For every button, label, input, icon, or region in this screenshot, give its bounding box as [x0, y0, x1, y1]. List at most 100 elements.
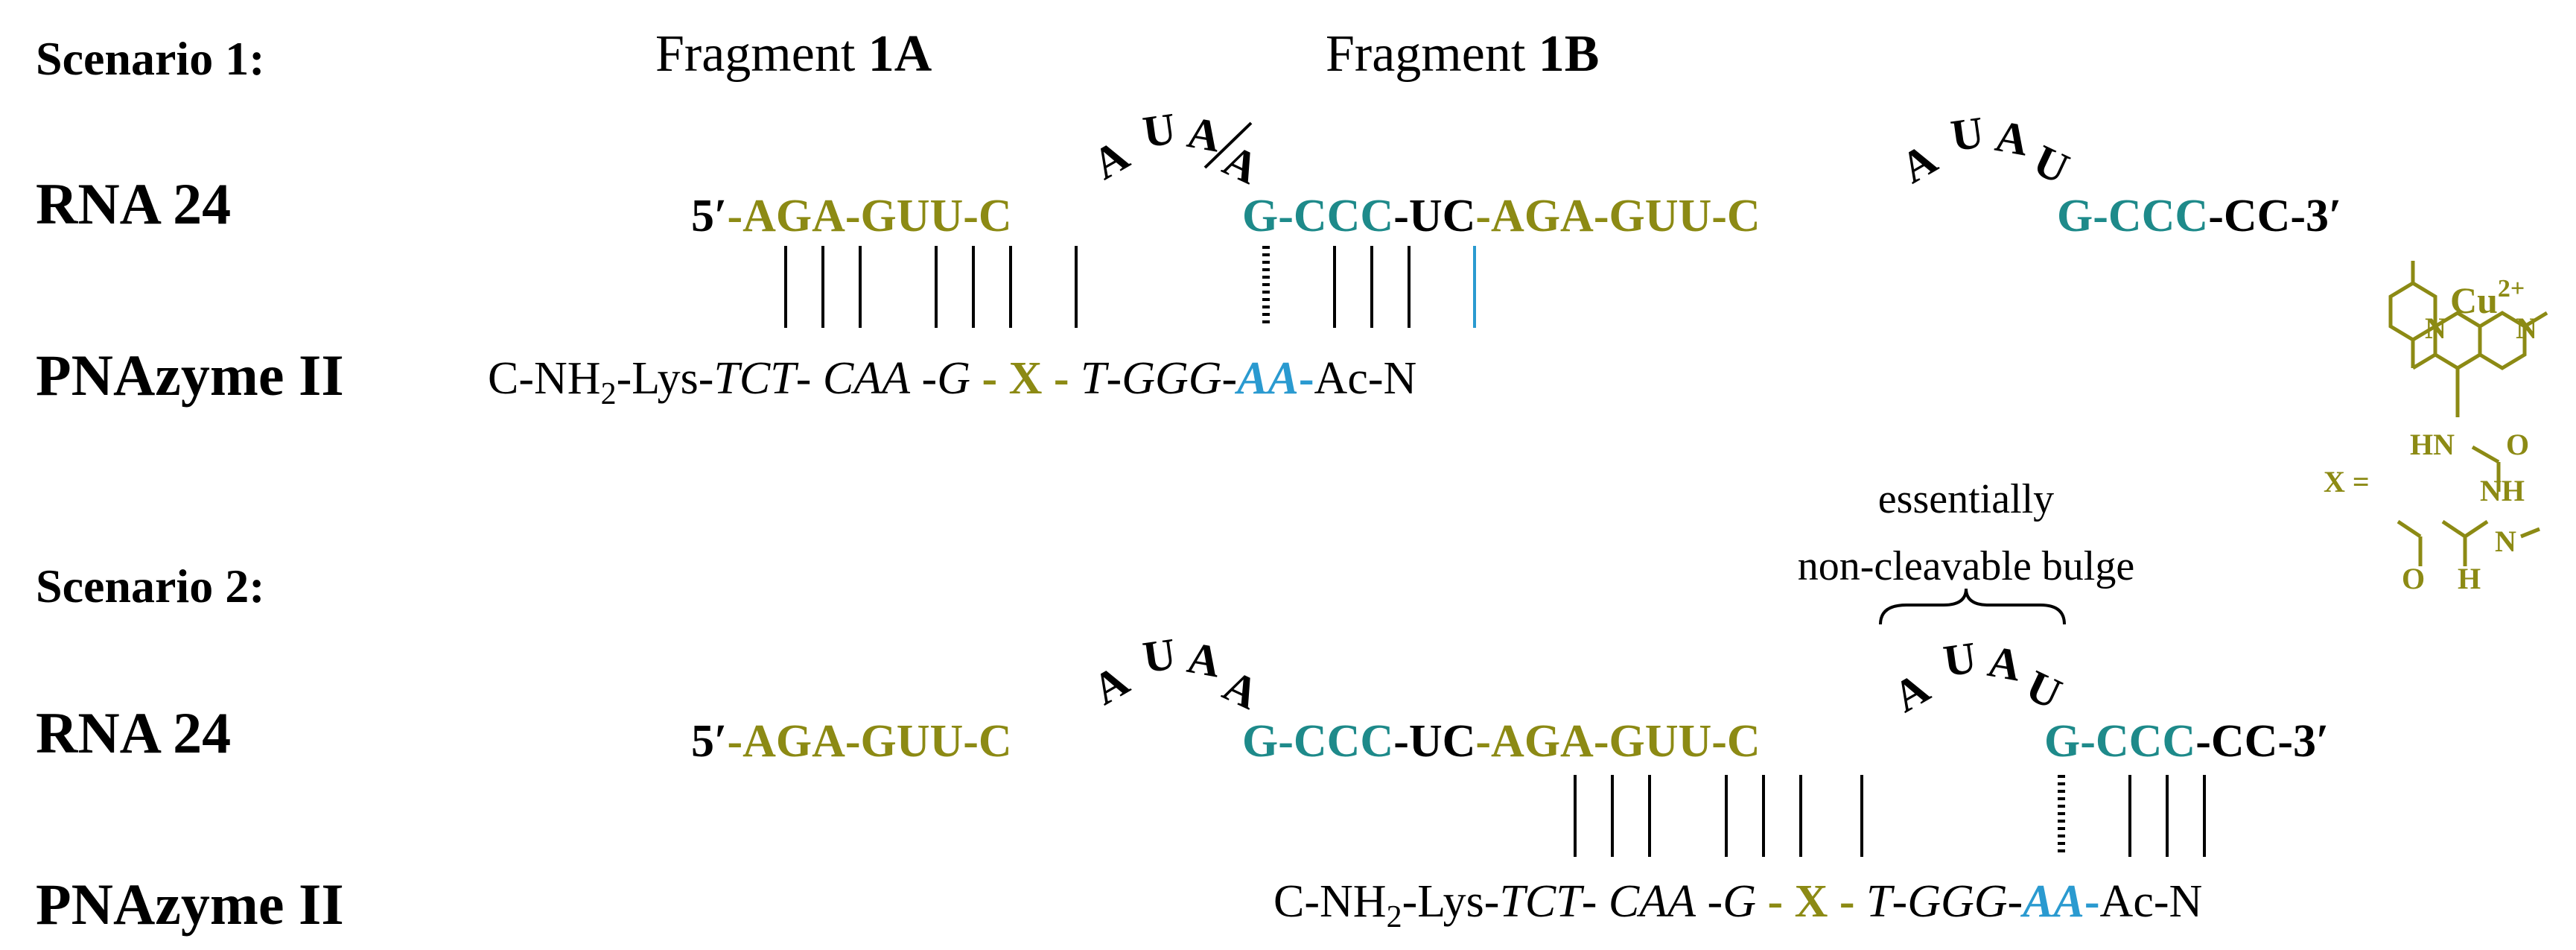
pna1-start: C-NH: [488, 353, 601, 404]
pna1-dash4: -: [1222, 353, 1238, 404]
rna1-seg1: -AGA-GUU-C: [727, 191, 1011, 241]
scenario1-label: Scenario 1:: [36, 32, 265, 85]
atom-n3: N: [2495, 525, 2516, 558]
fragment-1a-bold: 1A: [868, 25, 932, 83]
loop2-a1: A: [1892, 134, 1945, 193]
pna1-dash3: -: [1107, 353, 1122, 404]
loop1b-a3: A: [1216, 661, 1266, 719]
loop1-scenario1: A U A A: [1084, 104, 1266, 194]
pna1-x: - X -: [970, 353, 1081, 404]
rna-strand-2b: G-CCC-UC-AGA-GUU-C: [1242, 716, 1761, 767]
rna-label-1: RNA 24: [36, 171, 231, 236]
pna2-dash4: -: [2008, 876, 2023, 927]
pna2-t: T: [1866, 876, 1895, 927]
bond: [2523, 311, 2548, 329]
fragment-1b-label: Fragment 1B: [1326, 25, 1599, 83]
bond: [2397, 519, 2422, 539]
loop1b-u: U: [1140, 629, 1179, 682]
pna2-caa: CAA: [1609, 876, 1696, 927]
rna2-seg4-teal: G-CCC: [2044, 716, 2195, 767]
fragment-1b-bold: 1B: [1539, 25, 1600, 83]
rna1-5prime: 5′: [691, 191, 727, 241]
pna2-lys: -Lys-: [1402, 876, 1500, 927]
basepairs-scenario2: [1574, 775, 2206, 857]
pna1-dash2: -: [910, 353, 937, 404]
x-structure-labels: Cu2+ N N HN O NH N H O: [2402, 275, 2537, 595]
pna-strand-2: C-NH2-Lys-TCT- CAA -G - X - T-GGG-AA-Ac-…: [1273, 876, 2202, 934]
pna1-end: Ac-N: [1314, 353, 1417, 404]
bond: [2441, 519, 2467, 539]
pna2-start: C-NH: [1273, 876, 1387, 927]
atom-nh: NH: [2480, 474, 2525, 507]
cleavage-mark: [1203, 121, 1253, 169]
pna2-ggg: GGG: [1907, 876, 2007, 927]
loop1-a3: A: [1216, 136, 1266, 194]
rna1-seg4-black: -CC-3′: [2208, 191, 2341, 241]
loop2b-u1: U: [1941, 633, 1979, 685]
loop1b-a1: A: [1084, 656, 1137, 715]
pna2-tct: TCT: [1499, 876, 1585, 927]
loop1-scenario2: A U A A: [1084, 629, 1266, 719]
loop1b-a2: A: [1184, 633, 1224, 687]
pnazyme-label-2: PNAzyme II: [36, 872, 344, 937]
rna2-seg2-black: -UC: [1393, 716, 1475, 767]
loop2b-a1: A: [1885, 663, 1938, 722]
rna-strand-2: 5′-AGA-GUU-C: [691, 716, 1012, 767]
pna1-dash1: -: [796, 353, 823, 404]
right-ring: [2478, 311, 2527, 370]
pna2-dash2: -: [1696, 876, 1723, 927]
pna2-x: - X -: [1756, 876, 1866, 927]
rna1-seg4-teal: G-CCC: [2057, 191, 2208, 241]
rna2-5prime: 5′: [691, 716, 727, 767]
pna1-aa: AA: [1234, 353, 1299, 404]
atom-h: H: [2458, 562, 2481, 595]
fragment-1a-label: Fragment 1A: [655, 25, 932, 83]
atom-o1: O: [2506, 428, 2529, 461]
bond: [2411, 352, 2437, 370]
rna-strand-1c: G-CCC-CC-3′: [2057, 191, 2341, 241]
rna-strand-1: 5′-AGA-GUU-C: [691, 191, 1012, 241]
rna2-seg3-olive: -AGA-GUU-C: [1475, 716, 1760, 767]
pna-strand-1: C-NH2-Lys-TCT- CAA -G - X - T-GGG-AA-Ac-…: [488, 353, 1416, 411]
scenario2-label: Scenario 2:: [36, 560, 265, 612]
pna1-t: T: [1081, 353, 1110, 404]
atom-n1: N: [2425, 311, 2446, 345]
loop2-u2: U: [2026, 136, 2076, 194]
rna-strand-2c: G-CCC-CC-3′: [2044, 716, 2329, 767]
atom-n2: N: [2516, 311, 2537, 345]
atom-hn: HN: [2410, 428, 2455, 461]
bond: [2464, 519, 2489, 539]
loop2-scenario2: A U A U: [1885, 633, 2069, 722]
loop1-u: U: [1140, 104, 1179, 156]
bond: [2471, 445, 2500, 464]
loop2-scenario1: A U A U: [1892, 107, 2076, 194]
pna1-lys: -Lys-: [617, 353, 714, 404]
x-structure: [2388, 261, 2548, 566]
rna2-seg2-teal: G-CCC: [1242, 716, 1393, 767]
loop2-a2: A: [1992, 111, 2032, 165]
bulge-brace: [1879, 588, 2066, 625]
pna2-dash3: -: [1892, 876, 1908, 927]
pna2-dash1: -: [1582, 876, 1609, 927]
pna1-sub: 2: [601, 377, 617, 411]
rna1-seg3-olive: -AGA-GUU-C: [1475, 191, 1760, 241]
loop2-u1: U: [1948, 107, 1987, 160]
pna2-end: Ac-N: [2100, 876, 2203, 927]
cu-superscript: 2+: [2498, 275, 2525, 303]
bulge-label-line2: non-cleavable bulge: [1798, 543, 2134, 589]
pna1-g: G: [937, 353, 970, 404]
cu-ion-label: Cu2+: [2450, 275, 2525, 321]
rna2-seg1: -AGA-GUU-C: [727, 716, 1011, 767]
cu-text: Cu: [2450, 279, 2498, 321]
basepairs-scenario1: [784, 246, 1476, 328]
rna-strand-1b: G-CCC-UC-AGA-GUU-C: [1242, 191, 1761, 241]
pnazyme-label-1: PNAzyme II: [36, 343, 344, 408]
pna1-tct: TCT: [713, 353, 799, 404]
pna1-caa: CAA: [823, 353, 911, 404]
pna1-dash5: -: [1299, 353, 1314, 404]
x-equals-label: X =: [2324, 465, 2370, 498]
pna2-dash5: -: [2084, 876, 2100, 927]
atom-o2: O: [2402, 562, 2425, 595]
loop1-a1: A: [1084, 130, 1137, 189]
